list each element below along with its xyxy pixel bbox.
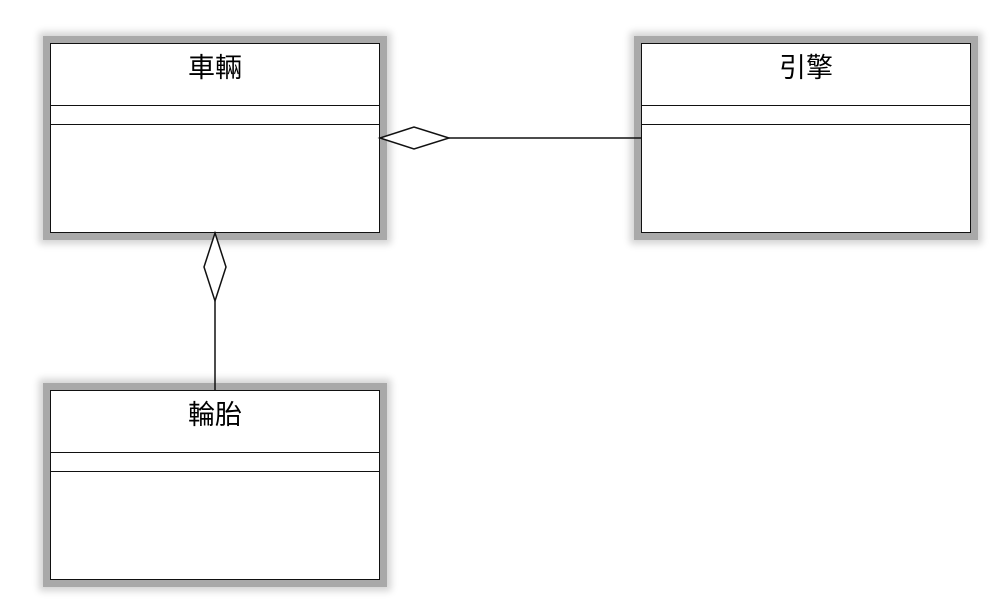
class-name-vehicle: 車輛 [188,53,242,84]
operations-compartment-divider [642,124,970,125]
attributes-compartment-divider [51,452,379,453]
class-vehicle[interactable]: 車輛 [50,43,380,233]
aggregation-diamond-vehicle-engine [377,126,452,150]
class-name-engine: 引擎 [779,53,833,84]
operations-compartment-divider [51,471,379,472]
operations-compartment-divider [51,124,379,125]
attributes-compartment-divider [51,105,379,106]
aggregation-diamond-vehicle-tire [203,230,227,304]
class-tire[interactable]: 輪胎 [50,390,380,580]
attributes-compartment-divider [642,105,970,106]
class-engine[interactable]: 引擎 [641,43,971,233]
class-name-tire: 輪胎 [188,400,242,431]
